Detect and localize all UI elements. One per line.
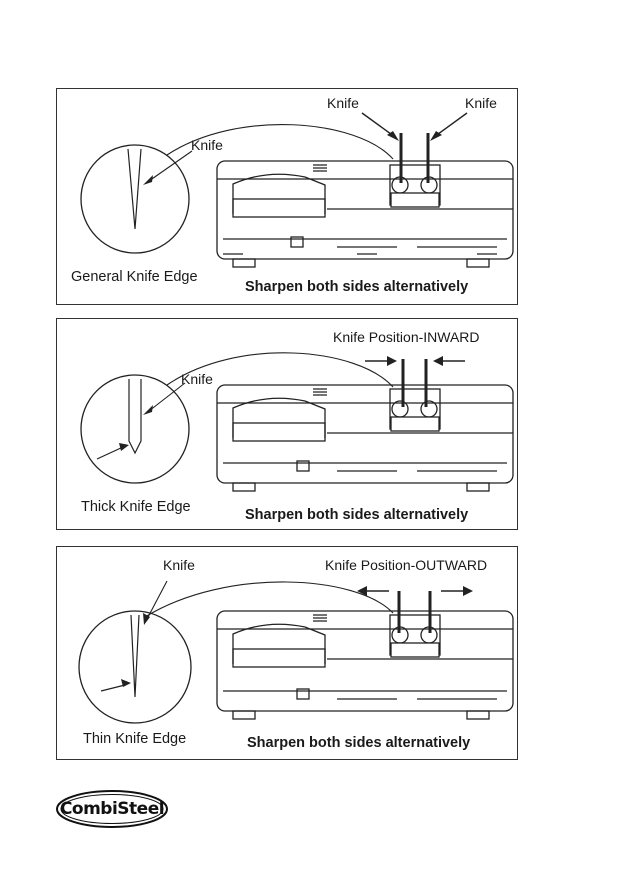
- edge-type-label: Thick Knife Edge: [81, 499, 191, 515]
- panel-caption: Sharpen both sides alternatively: [245, 279, 469, 295]
- combisteel-logo: CombiSteel: [56, 790, 168, 828]
- sharpener-illustration-inward: [80, 352, 514, 492]
- sharpener-illustration-outward: [78, 580, 514, 724]
- knife-label-right: Knife: [465, 95, 497, 111]
- panel-caption: Sharpen both sides alternatively: [245, 507, 469, 523]
- sharpener-body: [216, 160, 514, 268]
- knife-position-label: Knife Position-OUTWARD: [325, 557, 488, 573]
- circle-knife-label: Knife: [191, 137, 223, 153]
- knife-label-left: Knife: [327, 95, 359, 111]
- knife-position-label: Knife Position-INWARD: [333, 329, 480, 345]
- logo-badge-shape: [56, 790, 168, 828]
- knife-edge-sketch: [127, 148, 142, 230]
- logo-text: CombiSteel: [59, 799, 165, 819]
- panel-general-edge: Knife Knife Knife General Knife Edge Sha…: [56, 88, 518, 305]
- callout-arc: [166, 124, 394, 160]
- panel-thick-edge: Knife Position-INWARD Knife Thick Knife …: [56, 318, 518, 530]
- edge-type-label: General Knife Edge: [71, 269, 198, 285]
- edge-type-label: Thin Knife Edge: [83, 731, 187, 747]
- magnifier-circle: [80, 144, 190, 254]
- panel-caption: Sharpen both sides alternatively: [247, 735, 471, 751]
- panel-thin-edge: Knife Knife Position-OUTWARD Thin Knife …: [56, 546, 518, 760]
- circle-knife-label: Knife: [181, 371, 213, 387]
- circle-knife-label: Knife: [163, 557, 195, 573]
- sharpener-illustration-general: [80, 112, 514, 268]
